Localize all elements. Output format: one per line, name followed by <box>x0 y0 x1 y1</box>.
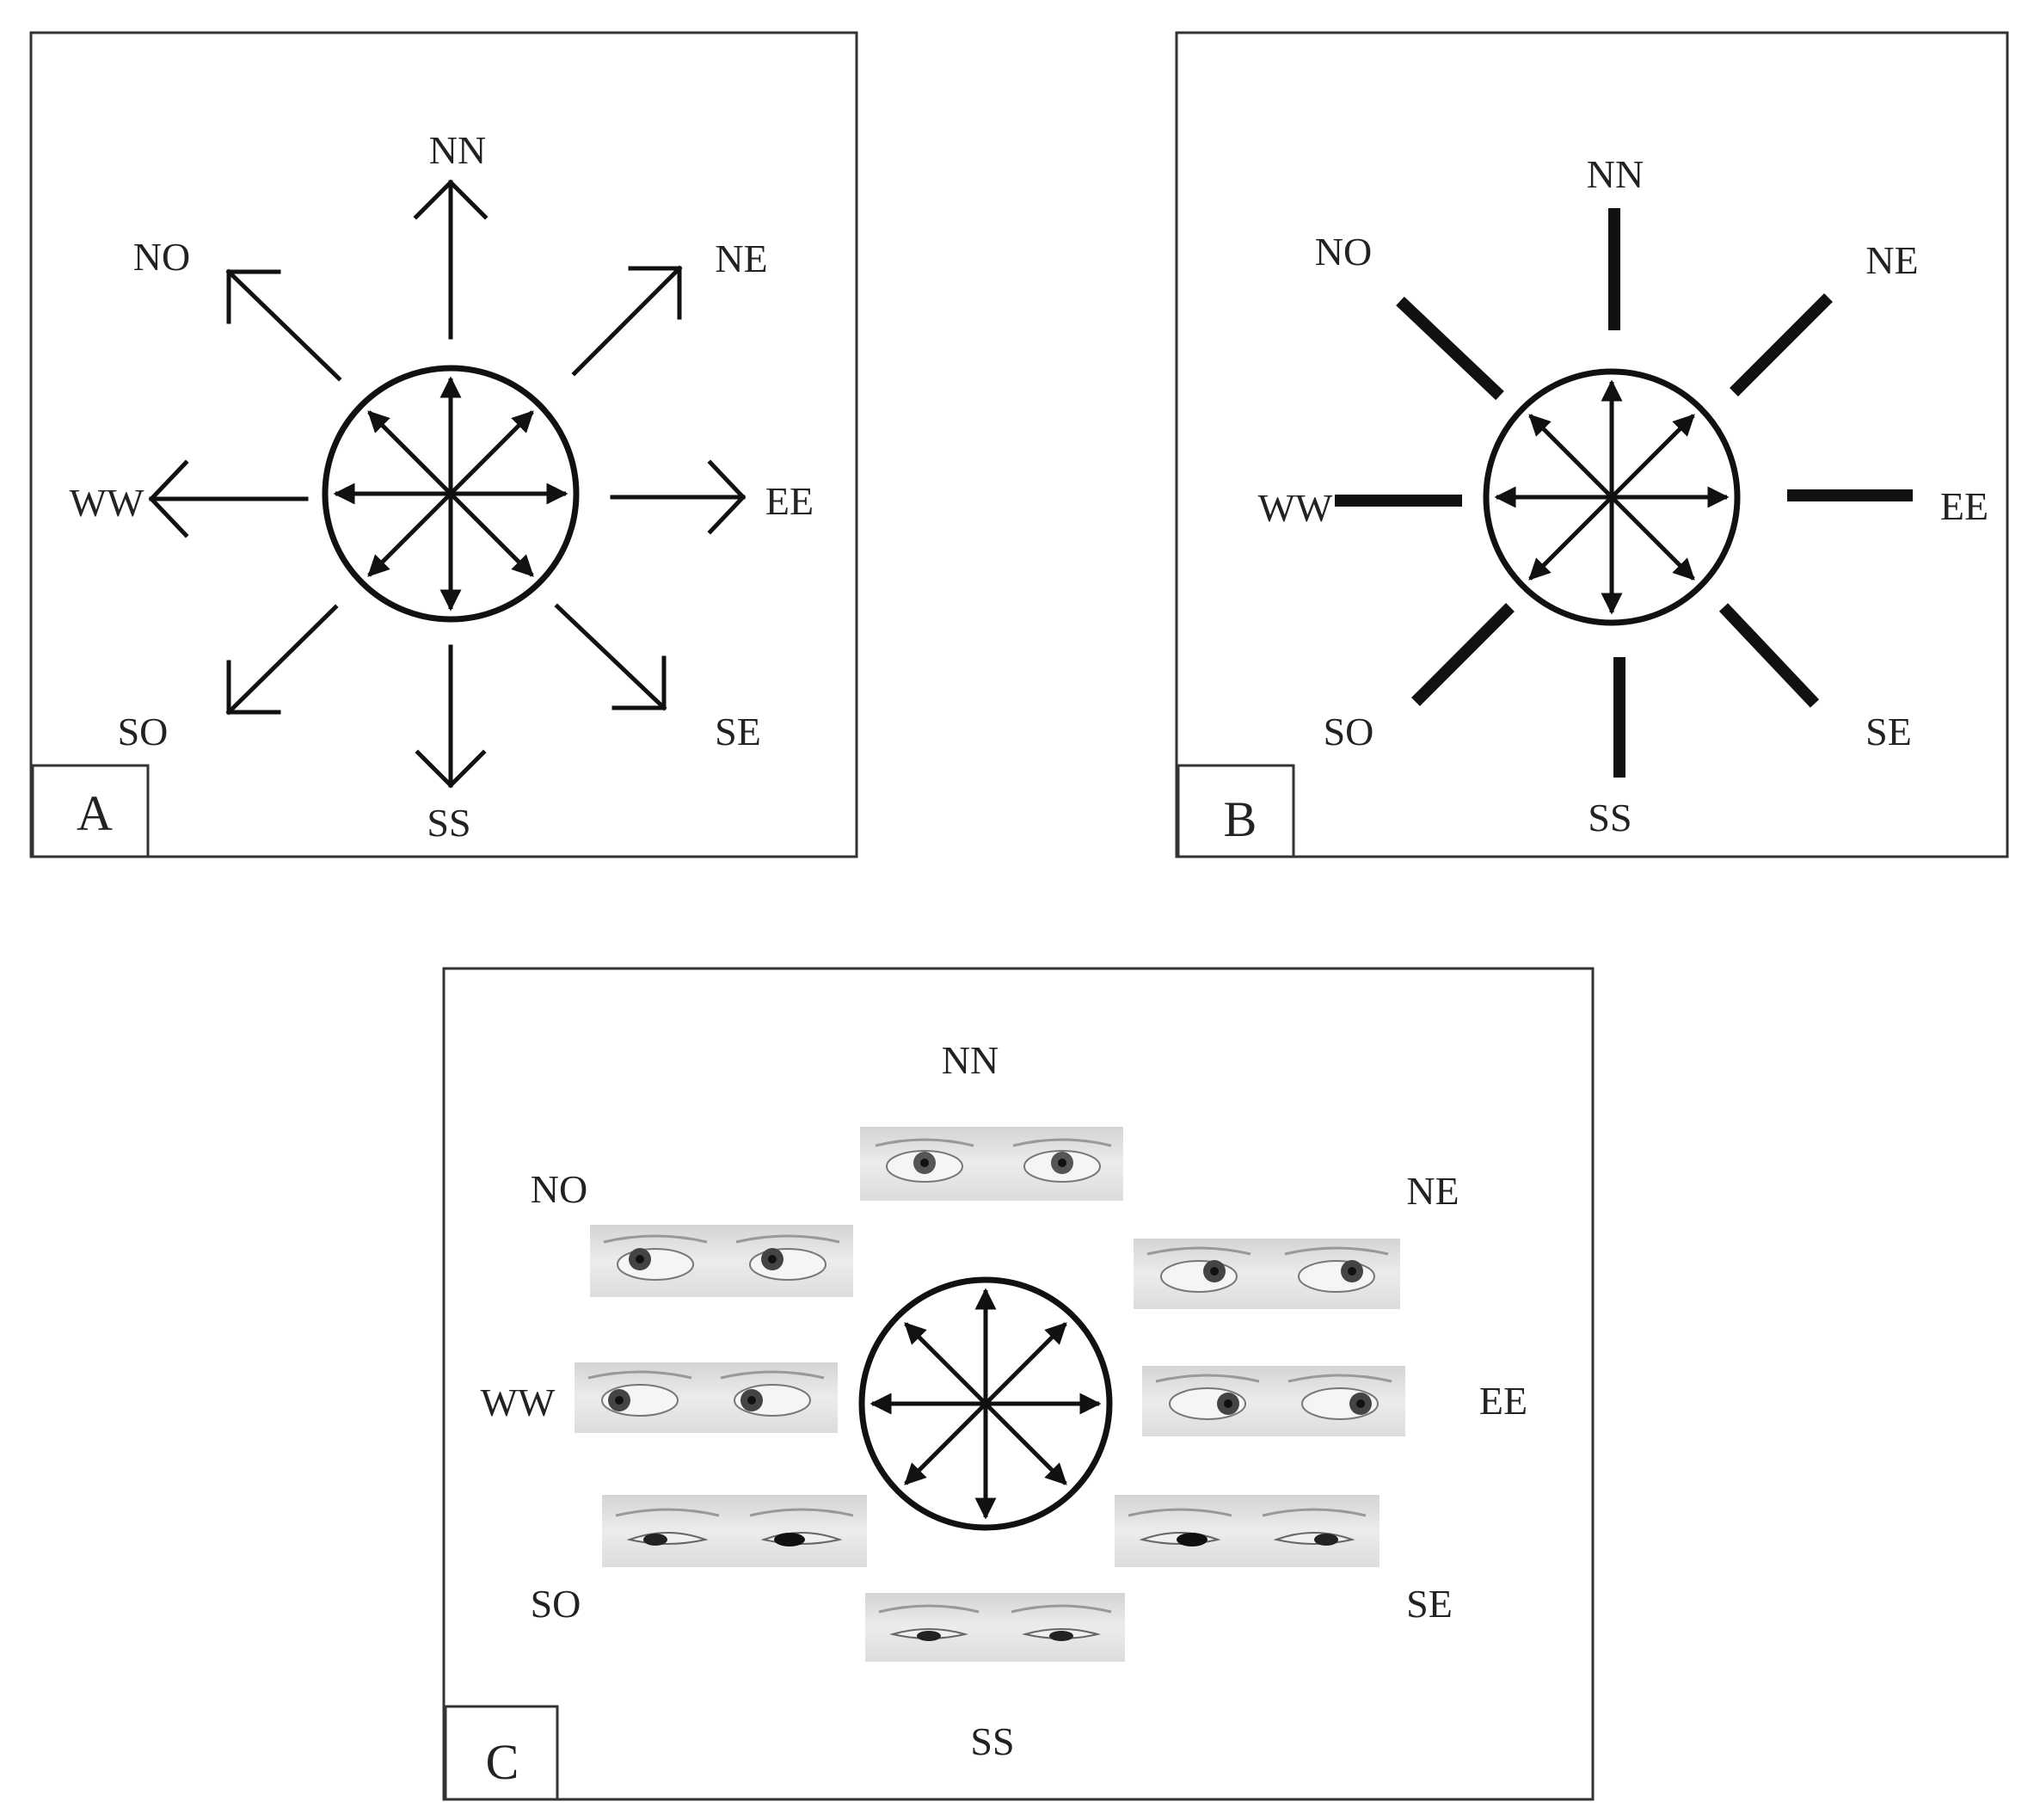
eye-photo-ww <box>575 1362 838 1433</box>
arrow-ss <box>415 644 487 789</box>
panel-b-label-ss: SS <box>1588 796 1632 839</box>
panel-c-frame <box>442 967 1595 1801</box>
panel-a: A NN NE EE SE SS SO WW NO <box>29 31 858 858</box>
panel-b-bars <box>1335 208 1913 778</box>
arrow-so <box>225 604 339 716</box>
eye-photo-se <box>1115 1495 1380 1567</box>
panel-a-label-se: SE <box>715 710 761 753</box>
panel-b-label-ee: EE <box>1940 484 1988 528</box>
panel-a-frame <box>29 31 858 858</box>
panel-c-tag-box <box>444 1705 559 1801</box>
panel-c: C <box>442 967 1595 1801</box>
panel-c-center-circle <box>858 1276 1113 1531</box>
panel-a-inner-arrows <box>333 376 568 612</box>
panel-b-label-se: SE <box>1865 710 1912 753</box>
inner-arrow-diag-2 <box>367 410 534 577</box>
arrow-ne <box>571 265 683 377</box>
panel-a-center-circle <box>322 365 580 623</box>
panel-a-tag-box <box>31 764 150 858</box>
panel-a-tag: A <box>77 785 113 841</box>
panel-b-tag: B <box>1224 791 1257 847</box>
panel-a-label-no: NO <box>133 235 190 279</box>
panel-b-label-ne: NE <box>1865 238 1918 282</box>
panel-c-label-ee: EE <box>1479 1379 1527 1423</box>
arrow-ee <box>610 459 747 535</box>
panel-c-inner-arrows <box>870 1288 1102 1520</box>
panel-a-label-ww: WW <box>70 481 144 525</box>
panel-b-label-nn: NN <box>1587 152 1644 196</box>
inner-arrow-diag-2 <box>1528 414 1695 581</box>
panel-a-label-nn: NN <box>429 128 486 172</box>
bar-so <box>1411 603 1515 706</box>
panel-b-label-ww: WW <box>1258 486 1333 530</box>
panel-b-label-so: SO <box>1324 710 1374 753</box>
panel-b: B NN NE EE SE SS SO WW NO <box>1175 31 2009 858</box>
eye-photo-ss <box>865 1593 1125 1662</box>
bar-se <box>1718 603 1820 708</box>
panel-a-outer-arrows <box>148 179 747 789</box>
panel-b-tag-box <box>1177 764 1295 858</box>
inner-arrow-diag-2 <box>904 1322 1067 1485</box>
panel-b-center-circle <box>1483 368 1741 626</box>
panel-c-label-ss: SS <box>970 1719 1014 1763</box>
arrow-nn <box>413 179 489 340</box>
eye-photo-ne <box>1134 1239 1400 1309</box>
panel-b-frame <box>1175 31 2009 858</box>
panel-c-tag: C <box>486 1734 519 1790</box>
panel-c-label-no: NO <box>531 1167 587 1211</box>
panel-a-label-ss: SS <box>427 801 470 845</box>
eye-photo-so <box>602 1495 867 1567</box>
eye-photo-nn <box>860 1127 1123 1201</box>
eye-photo-ee <box>1142 1366 1405 1436</box>
panel-c-label-nn: NN <box>942 1038 999 1082</box>
panel-b-label-no: NO <box>1315 230 1372 274</box>
panel-c-label-so: SO <box>531 1582 581 1626</box>
panel-c-label-se: SE <box>1406 1582 1453 1626</box>
panel-a-label-so: SO <box>118 710 169 753</box>
panel-b-inner-arrows <box>1494 379 1730 615</box>
arrow-no <box>225 268 342 382</box>
panel-c-label-ww: WW <box>481 1380 556 1424</box>
bar-no <box>1396 296 1504 401</box>
arrow-se <box>554 603 667 711</box>
bar-ne <box>1730 293 1833 397</box>
panel-a-label-ne: NE <box>715 237 767 280</box>
arrow-ww <box>148 459 309 538</box>
panel-c-label-ne: NE <box>1406 1169 1459 1213</box>
panel-a-label-ee: EE <box>765 479 814 523</box>
eye-photo-no <box>590 1225 853 1297</box>
